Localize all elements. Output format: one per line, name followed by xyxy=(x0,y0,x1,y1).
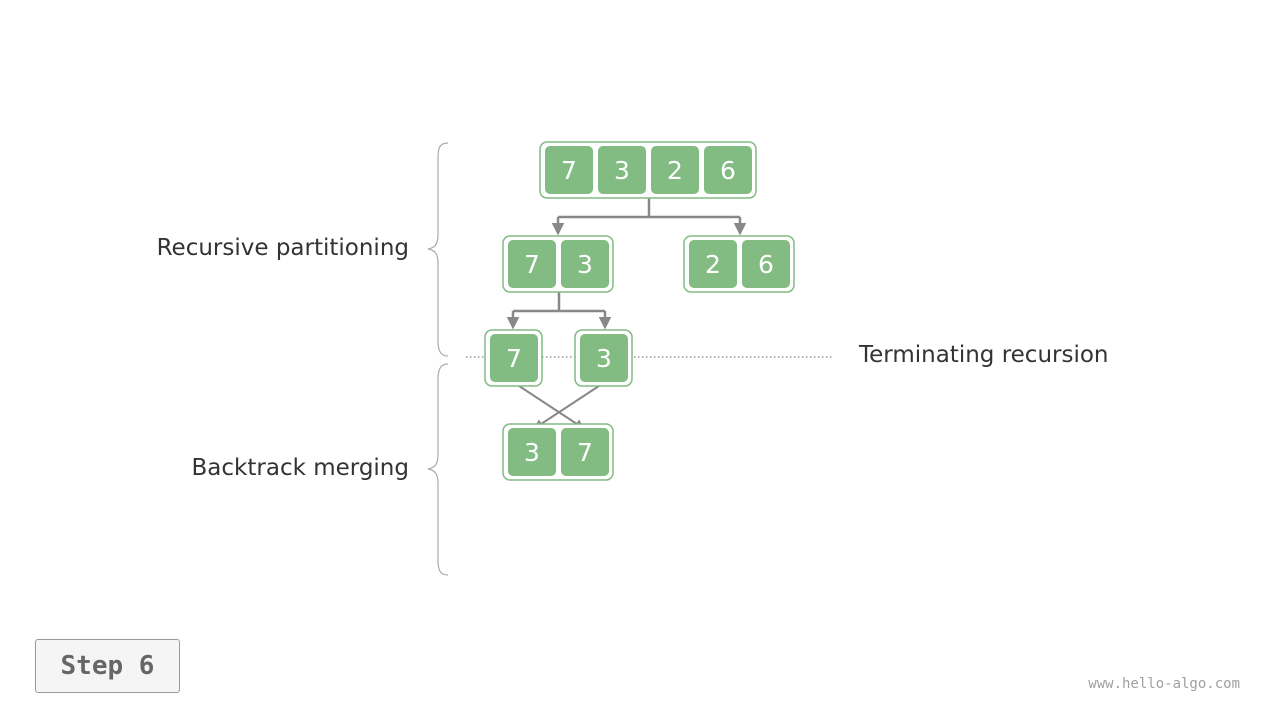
arrows-left xyxy=(506,292,612,330)
array-node-leaf-7: 7 xyxy=(484,329,543,387)
array-cell-value: 2 xyxy=(667,156,683,185)
array-cell-value: 7 xyxy=(577,438,593,467)
array-cell xyxy=(651,146,699,194)
array-cell-value: 6 xyxy=(758,250,774,279)
array-cell-value: 7 xyxy=(506,344,522,373)
array-cell xyxy=(490,334,538,382)
array-cell xyxy=(580,334,628,382)
array-cell xyxy=(508,240,556,288)
array-cell xyxy=(689,240,737,288)
array-cell-value: 3 xyxy=(596,344,612,373)
array-cell xyxy=(704,146,752,194)
array-cell-value: 7 xyxy=(561,156,577,185)
array-node-leaf-3: 3 xyxy=(574,329,633,387)
array-cell xyxy=(561,428,609,476)
label-recursive-partitioning: Recursive partitioning xyxy=(156,235,409,261)
step-indicator: Step 6 xyxy=(35,639,180,693)
array-cell xyxy=(545,146,593,194)
array-cell-value: 3 xyxy=(614,156,630,185)
array-cell-value: 2 xyxy=(705,250,721,279)
footer-url: www.hello-algo.com xyxy=(1088,676,1240,692)
array-cell-value: 3 xyxy=(577,250,593,279)
array-cell xyxy=(598,146,646,194)
array-cell-value: 3 xyxy=(524,438,540,467)
arrows-root xyxy=(551,198,747,236)
array-cell-value: 7 xyxy=(524,250,540,279)
arrows-merge xyxy=(512,381,606,430)
array-node-root: 7 3 2 6 xyxy=(539,141,757,199)
brace-merge xyxy=(427,363,449,576)
array-cell xyxy=(742,240,790,288)
array-cell xyxy=(561,240,609,288)
array-cell-value: 6 xyxy=(720,156,736,185)
array-frame xyxy=(539,141,757,199)
label-backtrack-merging: Backtrack merging xyxy=(191,455,409,481)
brace-partition xyxy=(427,142,449,357)
label-terminating-recursion: Terminating recursion xyxy=(859,342,1109,368)
array-cell xyxy=(508,428,556,476)
